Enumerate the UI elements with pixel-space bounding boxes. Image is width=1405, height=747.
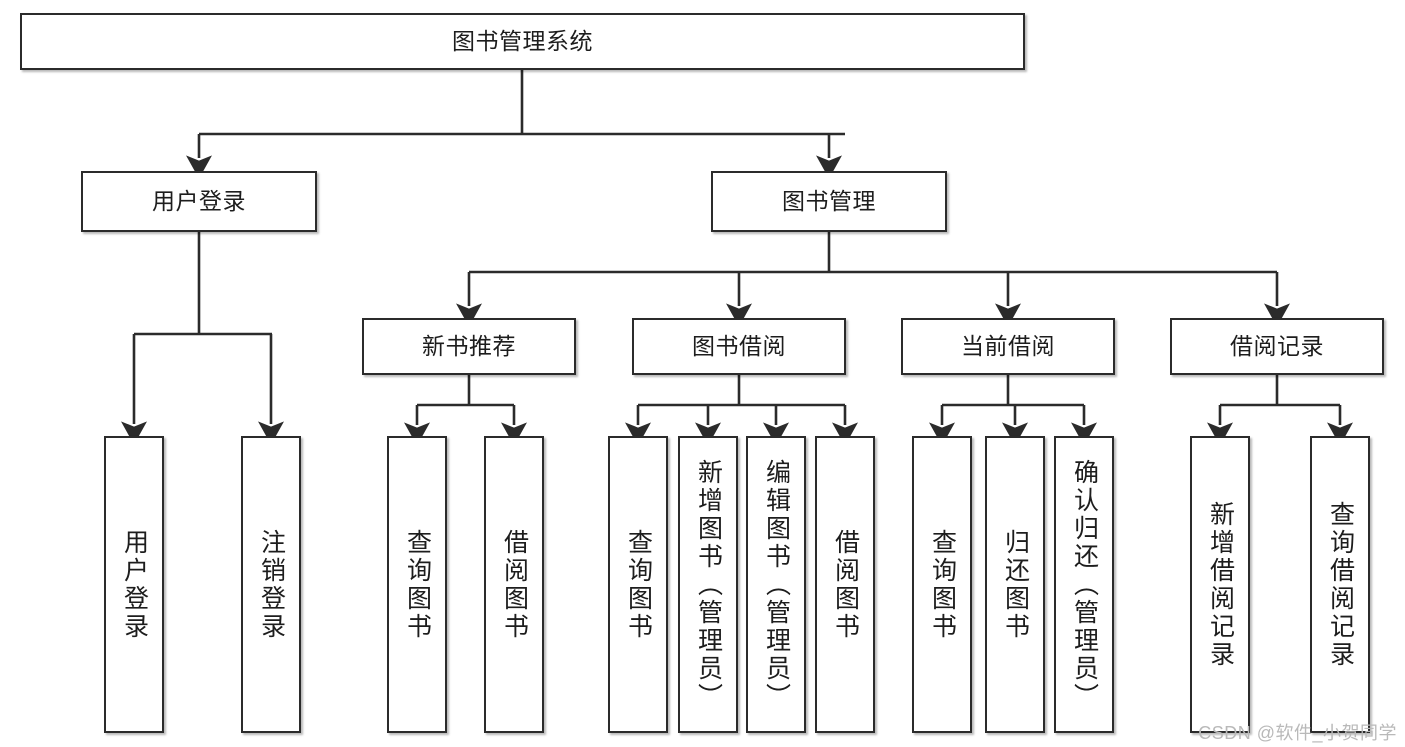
node-leaf-recommend-borrow-book-label: 借阅图书: [500, 528, 529, 641]
node-leaf-record-add[interactable]: 新增借阅记录: [1190, 436, 1250, 733]
node-book-borrow-label: 图书借阅: [692, 332, 786, 359]
node-current-borrow-label: 当前借阅: [961, 332, 1055, 359]
node-leaf-borrow-query-book[interactable]: 查询图书: [608, 436, 668, 733]
node-leaf-borrow-query-book-label: 查询图书: [624, 528, 653, 641]
edge-group-new-book-recommend: [404, 375, 527, 446]
node-book-borrow[interactable]: 图书借阅: [632, 318, 846, 375]
edge-group-current-borrow: [929, 375, 1097, 446]
node-leaf-borrow-borrow-book[interactable]: 借阅图书: [815, 436, 875, 733]
node-leaf-borrow-edit-book-label: 编辑图书（管理员）: [762, 458, 791, 711]
node-book-manage[interactable]: 图书管理: [711, 171, 947, 232]
node-leaf-recommend-borrow-book[interactable]: 借阅图书: [484, 436, 544, 733]
edge-group-user-login: [121, 232, 284, 445]
node-current-borrow[interactable]: 当前借阅: [901, 318, 1115, 375]
node-leaf-user-logout-label: 注销登录: [257, 528, 286, 641]
edge-group-borrow-record: [1207, 375, 1353, 446]
node-leaf-borrow-add-book-label: 新增图书（管理员）: [694, 458, 723, 711]
node-leaf-current-confirm-return-label: 确认归还（管理员）: [1070, 458, 1099, 711]
edge-group-book-borrow: [625, 375, 858, 446]
node-leaf-borrow-edit-book[interactable]: 编辑图书（管理员）: [746, 436, 806, 733]
edge-group-book-manage: [456, 232, 1290, 327]
node-leaf-user-login-label: 用户登录: [120, 528, 149, 641]
node-root[interactable]: 图书管理系统: [20, 13, 1025, 70]
node-leaf-user-logout[interactable]: 注销登录: [241, 436, 301, 733]
watermark-text: CSDN @软件_小贺同学: [1198, 723, 1397, 743]
node-book-manage-label: 图书管理: [782, 187, 876, 214]
node-user-login-label: 用户登录: [152, 187, 246, 214]
node-leaf-current-query-book-label: 查询图书: [928, 528, 957, 641]
edge-group-root: [186, 70, 845, 179]
node-leaf-record-query[interactable]: 查询借阅记录: [1310, 436, 1370, 733]
node-leaf-current-query-book[interactable]: 查询图书: [912, 436, 972, 733]
node-user-login[interactable]: 用户登录: [81, 171, 317, 232]
node-leaf-current-return-book-label: 归还图书: [1001, 528, 1030, 641]
node-leaf-recommend-query-book[interactable]: 查询图书: [387, 436, 447, 733]
node-leaf-record-query-label: 查询借阅记录: [1326, 500, 1355, 669]
node-leaf-borrow-borrow-book-label: 借阅图书: [831, 528, 860, 641]
node-leaf-current-return-book[interactable]: 归还图书: [985, 436, 1045, 733]
node-borrow-record[interactable]: 借阅记录: [1170, 318, 1384, 375]
node-borrow-record-label: 借阅记录: [1230, 332, 1324, 359]
node-leaf-borrow-add-book[interactable]: 新增图书（管理员）: [678, 436, 738, 733]
node-leaf-user-login[interactable]: 用户登录: [104, 436, 164, 733]
node-new-book-recommend[interactable]: 新书推荐: [362, 318, 576, 375]
node-new-book-recommend-label: 新书推荐: [422, 332, 516, 359]
node-leaf-recommend-query-book-label: 查询图书: [403, 528, 432, 641]
node-leaf-record-add-label: 新增借阅记录: [1206, 500, 1235, 669]
node-leaf-current-confirm-return[interactable]: 确认归还（管理员）: [1054, 436, 1114, 733]
node-root-label: 图书管理系统: [452, 27, 593, 54]
